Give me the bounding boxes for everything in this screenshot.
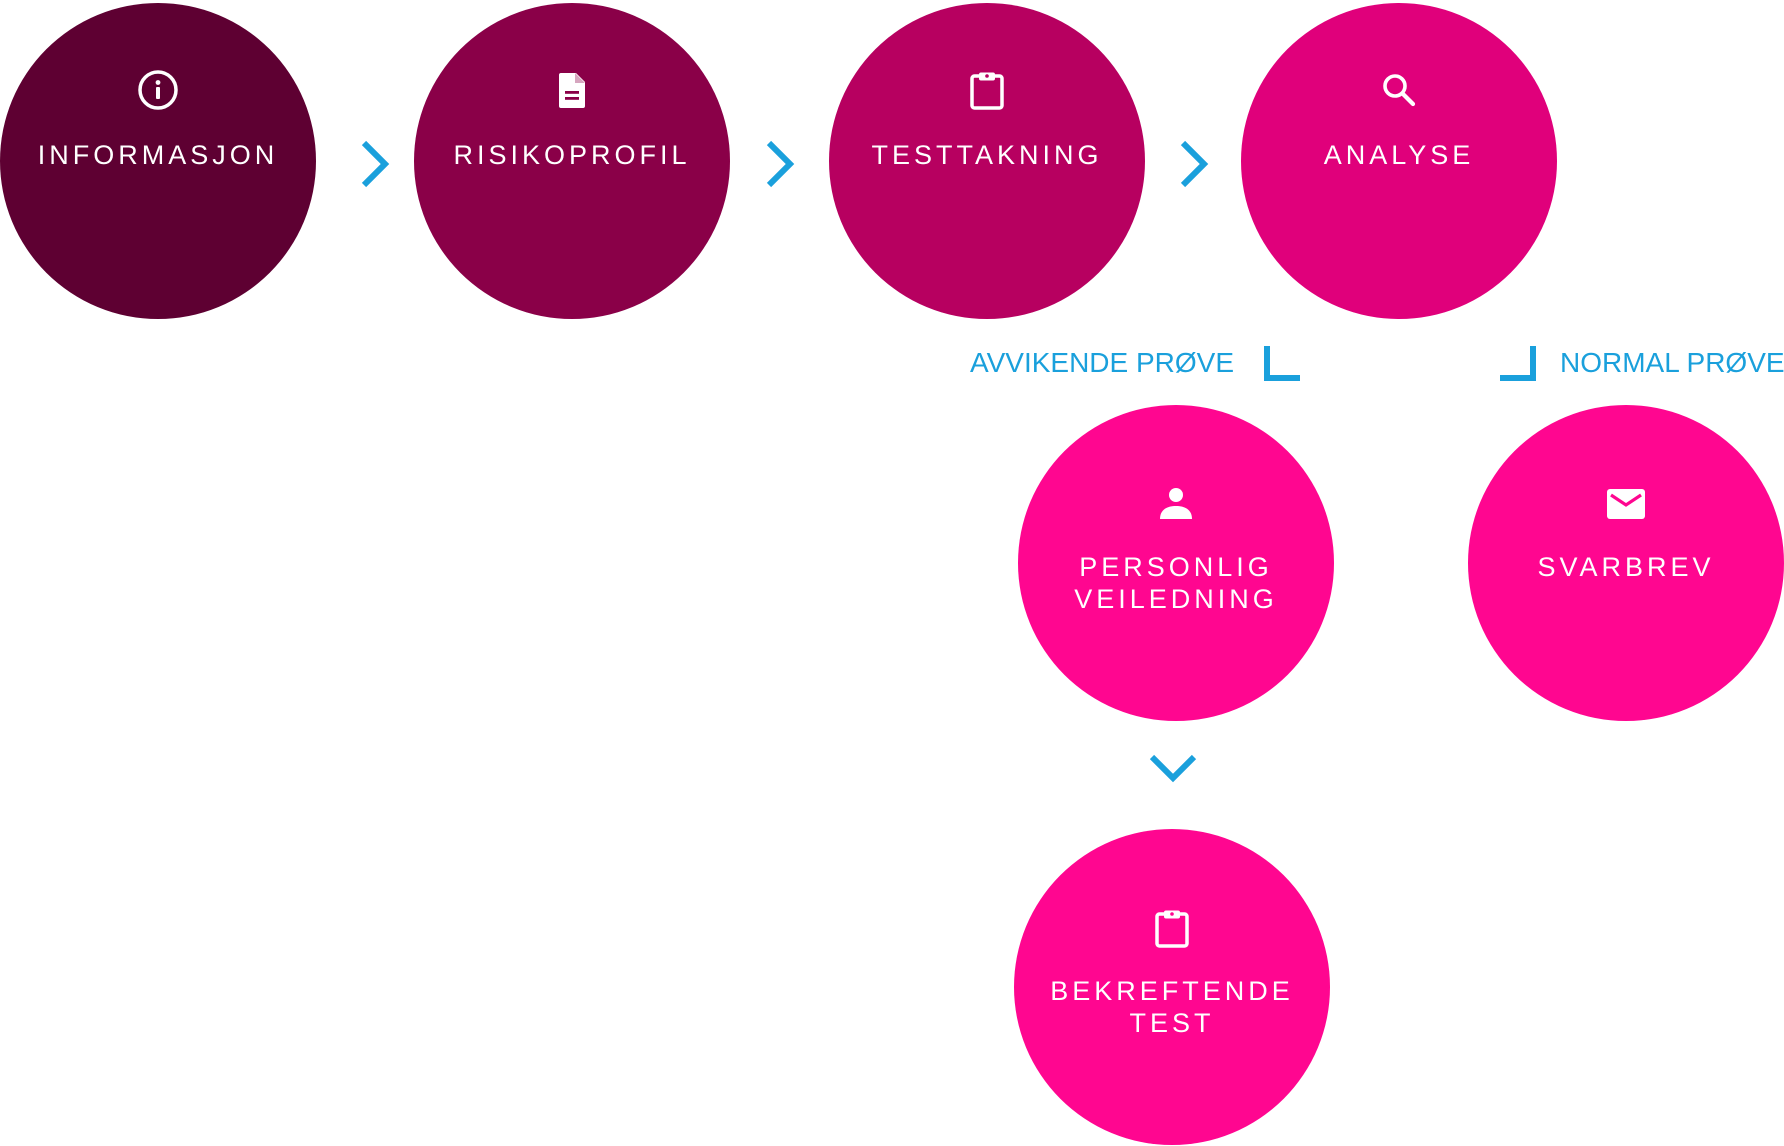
step-informasjon-label: INFORMASJON (37, 140, 279, 170)
step-bekreftende-test: BEKREFTENDE TEST (1014, 829, 1330, 1145)
step-svarbrev-label: SVARBREV (1537, 552, 1715, 582)
clipboard-icon (1155, 910, 1189, 948)
step-risikoprofil-label: RISIKOPROFIL (453, 140, 691, 170)
clipboard-icon (970, 72, 1004, 110)
arrow-down-icon (1147, 748, 1199, 788)
person-icon (1160, 488, 1192, 519)
arrow-right-icon (355, 138, 395, 190)
step-svarbrev: SVARBREV (1468, 405, 1784, 721)
step-personlig-veiledning: PERSONLIG VEILEDNING (1018, 405, 1334, 721)
search-icon (1383, 74, 1416, 107)
arrow-right-icon (760, 138, 800, 190)
branch-label-normal: NORMAL PRØVE (1560, 347, 1784, 378)
info-icon (138, 70, 178, 110)
step-testtakning: TESTTAKNING (829, 3, 1145, 319)
arrow-right-icon (1174, 138, 1214, 190)
step-testtakning-label: TESTTAKNING (871, 140, 1103, 170)
step-analyse: ANALYSE (1241, 3, 1557, 319)
step-personlig-veiledning-label: PERSONLIG VEILEDNING (1074, 552, 1278, 614)
branch-corner-left-icon (1264, 346, 1300, 382)
document-icon (559, 73, 585, 108)
branch-label-abnormal: AVVIKENDE PRØVE (970, 347, 1235, 378)
step-analyse-label: ANALYSE (1323, 140, 1475, 170)
step-informasjon: INFORMASJON (0, 3, 316, 319)
branch-corner-right-icon (1500, 346, 1536, 382)
step-risikoprofil: RISIKOPROFIL (414, 3, 730, 319)
step-bekreftende-test-label: BEKREFTENDE TEST (1050, 976, 1294, 1038)
mail-icon (1607, 489, 1645, 519)
